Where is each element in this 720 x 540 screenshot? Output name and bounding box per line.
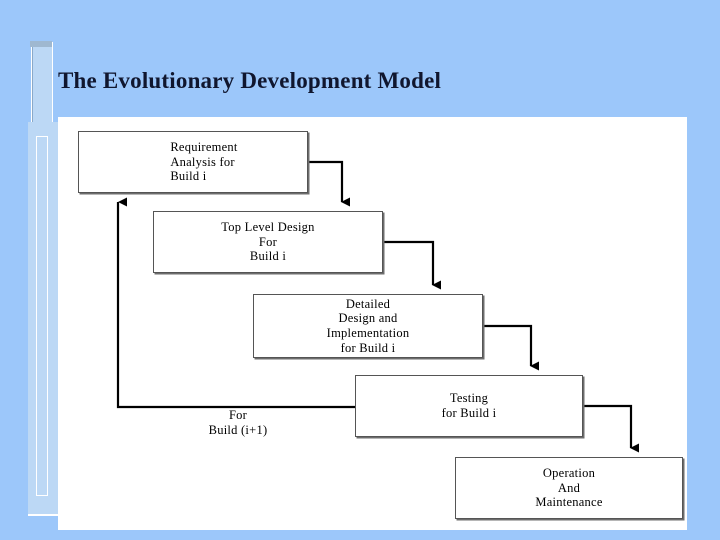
process-box-detailed-design-implementation[interactable]: Detailed Design and Implementation for B…	[253, 294, 483, 358]
process-box-testing[interactable]: Testing for Build i	[355, 375, 583, 437]
decorative-accent-bar-inner	[36, 136, 48, 496]
process-box-top-level-design[interactable]: Top Level Design For Build i	[153, 211, 383, 273]
process-box-label: Top Level Design For Build i	[221, 219, 315, 264]
page-title: The Evolutionary Development Model	[58, 68, 442, 93]
connector-toplevel-to-detailed	[383, 240, 441, 290]
process-box-label: Requirement Analysis for Build i	[170, 139, 238, 184]
decorative-accent-bar-top	[30, 41, 53, 128]
connector-testing-to-operation	[583, 404, 639, 453]
process-box-label: Detailed Design and Implementation for B…	[326, 296, 410, 355]
feedback-loop-label: For Build (i+1)	[208, 408, 268, 437]
process-box-requirement-analysis[interactable]: Requirement Analysis for Build i	[78, 131, 308, 193]
process-box-label: Operation And Maintenance	[535, 465, 603, 510]
connector-requirement-to-toplevel	[308, 160, 350, 207]
connector-detailed-to-testing	[483, 324, 539, 371]
process-box-operation-and-maintenance[interactable]: Operation And Maintenance	[455, 457, 683, 519]
decorative-accent-bar-bottom	[28, 122, 60, 516]
process-box-label: Testing for Build i	[441, 391, 497, 420]
diagram-canvas: Requirement Analysis for Build i Top Lev…	[58, 117, 687, 530]
